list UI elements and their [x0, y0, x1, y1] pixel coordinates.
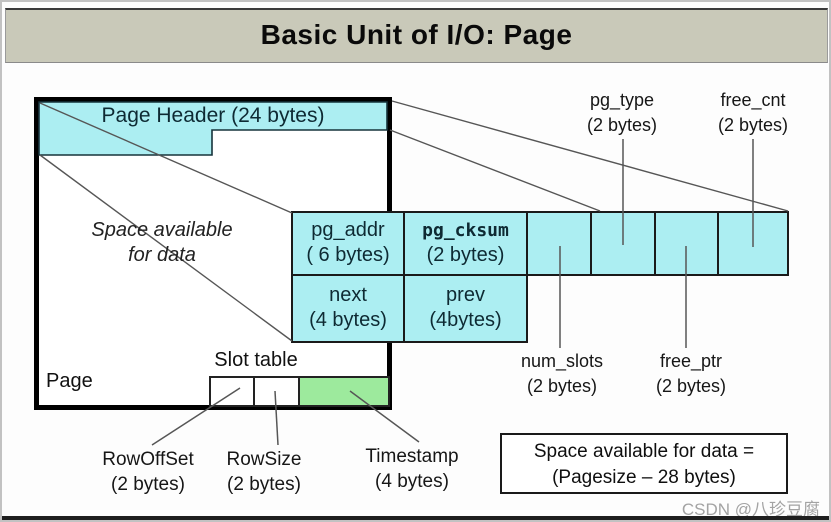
- pg-cksum-cell-label: pg_cksum (2 bytes): [422, 220, 509, 266]
- row-offset-label: RowOffSet (2 bytes): [102, 449, 194, 495]
- slide-title: Basic Unit of I/O: Page: [260, 19, 573, 50]
- prev-cell-label: prev (4bytes): [429, 284, 502, 331]
- note-box: Space available for data = (Pagesize – 2…: [500, 433, 788, 494]
- timestamp-label: Timestamp (4 bytes): [365, 446, 459, 492]
- space-available-label: Space available for data: [91, 219, 233, 266]
- page-label: Page: [46, 370, 93, 392]
- row-size-label: RowSize (2 bytes): [226, 449, 302, 495]
- bottom-edge-band: [2, 516, 829, 520]
- pg-addr-cell-label: pg_addr ( 6 bytes): [306, 219, 390, 266]
- num-slots-label: num_slots (2 bytes): [520, 351, 604, 396]
- free-cnt-cell: [717, 211, 789, 276]
- zoom-line-bottom-right: [389, 129, 601, 212]
- note-line-1: Space available for data =: [533, 441, 755, 462]
- slide-title-bar: Basic Unit of I/O: Page: [5, 8, 828, 63]
- watermark: CSDN @八珍豆腐: [681, 500, 820, 519]
- pg-type-cell: [590, 211, 656, 276]
- free-ptr-label: free_ptr (2 bytes): [655, 351, 727, 396]
- num-slots-cell: [526, 211, 592, 276]
- free-cnt-label: free_cnt (2 bytes): [717, 90, 789, 135]
- page-header-label: Page Header (24 bytes): [101, 104, 325, 127]
- free-ptr-cell: [654, 211, 719, 276]
- pg-type-label: pg_type (2 bytes): [586, 90, 658, 135]
- next-cell-label: next (4 bytes): [309, 284, 387, 331]
- slot-table-label: Slot table: [214, 349, 298, 371]
- note-line-2: (Pagesize – 28 bytes): [552, 467, 736, 488]
